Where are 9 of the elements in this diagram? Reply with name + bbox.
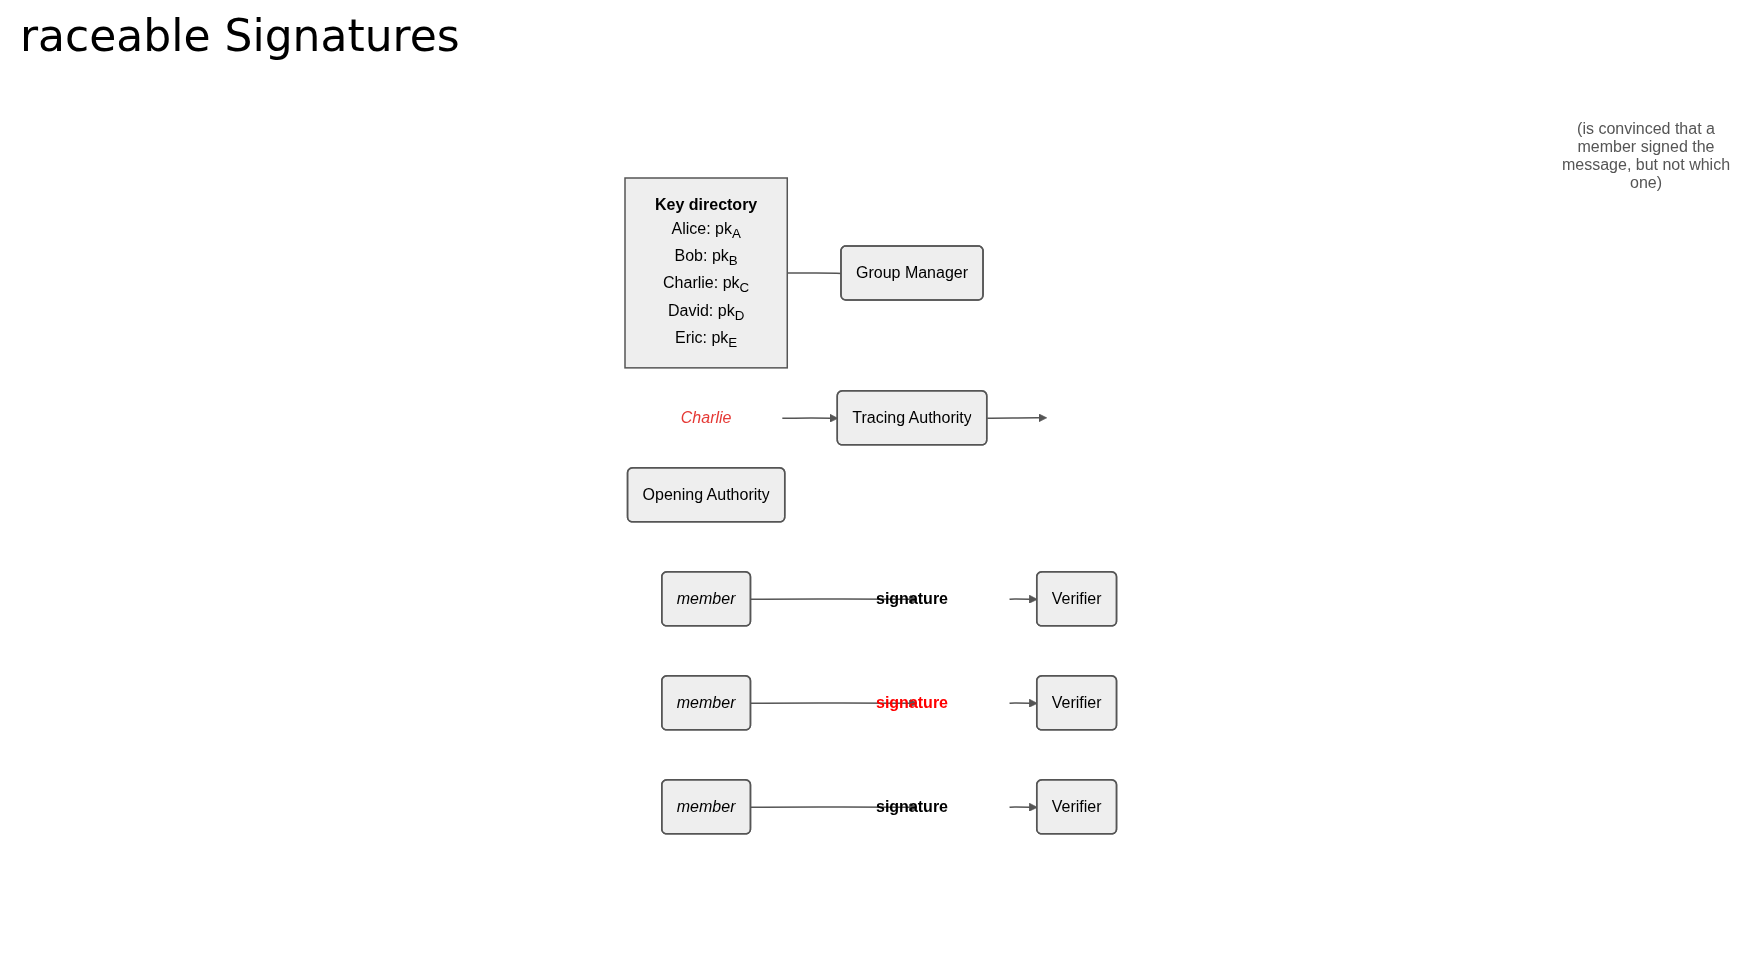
node-text: Charlie xyxy=(680,408,732,426)
node-text: signature xyxy=(875,797,948,815)
slide-title: raceable Signatures xyxy=(20,10,461,61)
node-box: Key directory Alice: pk$_{A}$ Bob: pk$_{B}$ Charlie: pk$_{C}$ David: pk$_{D}$ Eric: pk$_{E}$ xyxy=(624,177,788,369)
node-text: signature xyxy=(875,589,948,607)
arrow xyxy=(986,413,1047,423)
note-text: (is convinced that a member signed the message, but not which one) xyxy=(1561,120,1731,192)
node-text: signature xyxy=(875,693,948,711)
arrow xyxy=(781,413,838,423)
